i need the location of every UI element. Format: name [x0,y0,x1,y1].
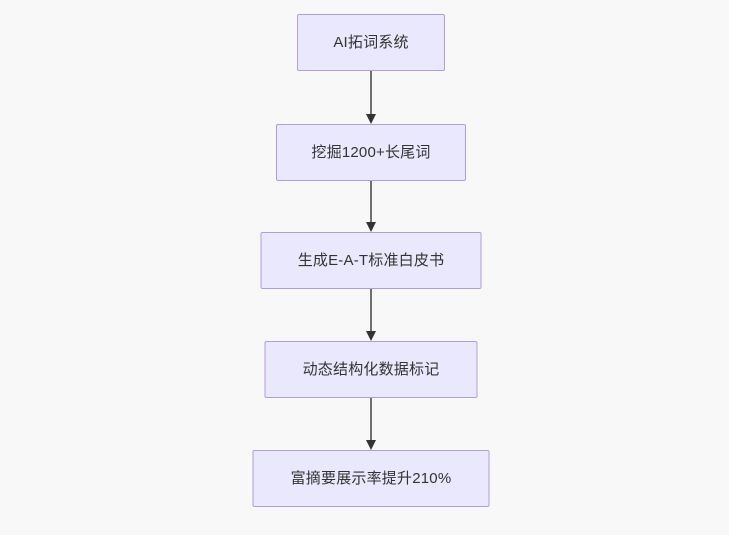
edge-line [370,289,372,331]
flow-node-label: AI拓词系统 [333,34,409,51]
arrowhead-icon [365,331,376,341]
arrowhead-icon [365,440,376,450]
edge-line [370,181,372,222]
flow-node-mine-longtail-keywords[interactable]: 挖掘1200+长尾词 [276,124,466,181]
edge-line [370,71,372,114]
flow-node-rich-snippet-impression-lift[interactable]: 富摘要展示率提升210% [252,450,490,507]
flow-node-label: 挖掘1200+长尾词 [311,144,431,161]
flow-node-ai-keyword-system[interactable]: AI拓词系统 [297,14,445,71]
flow-edge-3 [365,289,377,341]
flow-node-dynamic-structured-data-markup[interactable]: 动态结构化数据标记 [264,341,478,398]
flow-node-generate-eat-whitepaper[interactable]: 生成E-A-T标准白皮书 [260,232,482,289]
flow-node-label: 富摘要展示率提升210% [290,470,452,487]
flow-node-label: 生成E-A-T标准白皮书 [297,252,445,269]
flow-node-label: 动态结构化数据标记 [302,361,440,378]
arrowhead-icon [365,114,376,124]
arrowhead-icon [365,222,376,232]
edge-line [370,398,372,440]
flow-edge-2 [365,181,377,232]
flow-edge-4 [365,398,377,450]
flow-edge-1 [365,71,377,124]
